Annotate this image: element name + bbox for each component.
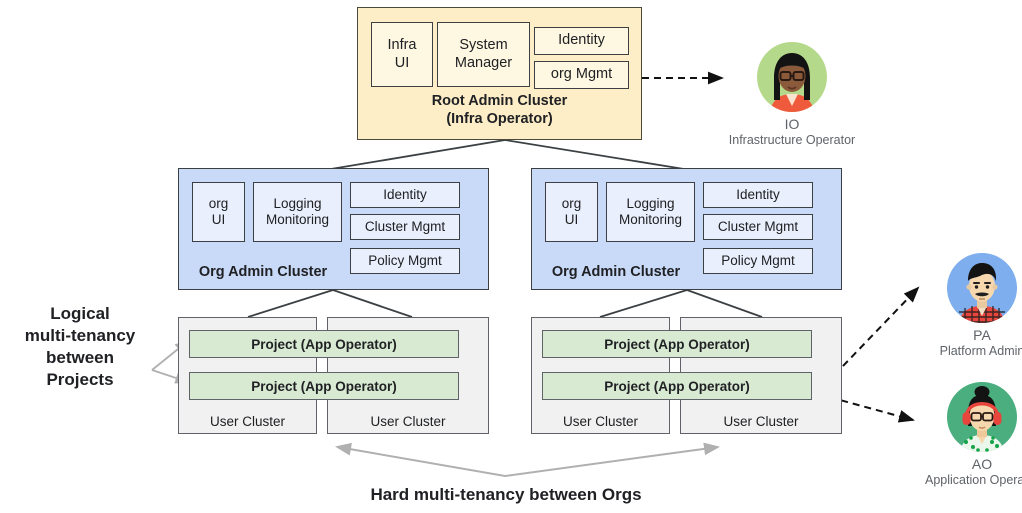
logical-note-line4: Projects [46, 370, 114, 390]
logical-note-line1: Logical [50, 304, 110, 323]
component-label: Cluster Mgmt [717, 219, 799, 235]
logical-note-line3: between [45, 348, 115, 368]
org2-component-logging-monitoring[interactable]: Logging Monitoring [606, 182, 695, 242]
component-label-2: Monitoring [618, 212, 683, 227]
root-component-system-manager[interactable]: System Manager [437, 22, 530, 87]
ao-abbr: AO [971, 456, 993, 472]
io-role: Infrastructure Operator [728, 133, 856, 147]
persona-ao[interactable]: AO Application Operator [917, 382, 1022, 487]
root-to-org-links [324, 139, 691, 171]
org1-component-logging-monitoring[interactable]: Logging Monitoring [253, 182, 342, 242]
uc-label-text: User Cluster [209, 414, 285, 429]
component-label-2: Manager [454, 54, 513, 71]
persona-pa[interactable]: PA Platform Admin [917, 253, 1022, 358]
ao-avatar [947, 382, 1017, 452]
uc-label-text: User Cluster [562, 414, 638, 429]
org1-component-identity[interactable]: Identity [350, 182, 460, 208]
org1-project-2[interactable]: Project (App Operator) [189, 372, 459, 400]
org2-project-1[interactable]: Project (App Operator) [542, 330, 812, 358]
component-label: Logging [626, 196, 675, 212]
uc-label-text: User Cluster [723, 414, 799, 429]
root-admin-cluster-caption: Root Admin Cluster (Infra Operator) [357, 92, 642, 128]
hard-multitenancy-arrow [335, 442, 720, 478]
component-label-2: Monitoring [265, 212, 330, 227]
pa-avatar [947, 253, 1017, 323]
org2-project-2[interactable]: Project (App Operator) [542, 372, 812, 400]
pa-role: Platform Admin [939, 344, 1022, 358]
component-label: Identity [736, 187, 780, 203]
project-label: Project (App Operator) [251, 378, 397, 394]
org2-caption-text: Org Admin Cluster [551, 264, 681, 280]
org-right-to-usercluster-links [599, 289, 763, 318]
root-caption-line2: (Infra Operator) [446, 111, 553, 128]
component-label: org Mgmt [550, 66, 613, 83]
org-left-to-usercluster-links [247, 289, 413, 318]
org-admin-cluster-1-caption: Org Admin Cluster [178, 263, 348, 281]
root-component-infra-ui[interactable]: Infra UI [371, 22, 433, 87]
root-caption-line1: Root Admin Cluster [431, 93, 568, 109]
component-label: Cluster Mgmt [364, 219, 446, 235]
org1-component-policy-mgmt[interactable]: Policy Mgmt [350, 248, 460, 274]
org1-user-cluster-2-label: User Cluster [327, 414, 489, 429]
org2-user-cluster-2-label: User Cluster [680, 414, 842, 429]
uc-label-text: User Cluster [370, 414, 446, 429]
component-label-2: UI [394, 54, 410, 71]
ao-role: Application Operator [925, 473, 1022, 487]
component-label: Identity [558, 32, 605, 49]
component-label: org [208, 196, 229, 212]
org1-user-cluster-1-label: User Cluster [178, 414, 317, 429]
org1-component-org-ui[interactable]: org UI [192, 182, 245, 242]
component-label: Infra [387, 37, 417, 54]
org2-component-cluster-mgmt[interactable]: Cluster Mgmt [703, 214, 813, 240]
org2-component-org-ui[interactable]: org UI [545, 182, 598, 242]
project-label: Project (App Operator) [251, 336, 397, 352]
component-label: Logging [273, 196, 322, 212]
hard-multitenancy-note: Hard multi-tenancy between Orgs [251, 485, 761, 505]
hard-multitenancy-text: Hard multi-tenancy between Orgs [370, 485, 642, 504]
logical-note-line2: multi-tenancy [24, 326, 136, 346]
org1-component-cluster-mgmt[interactable]: Cluster Mgmt [350, 214, 460, 240]
org2-component-policy-mgmt[interactable]: Policy Mgmt [703, 248, 813, 274]
io-avatar [757, 42, 827, 112]
persona-io[interactable]: IO Infrastructure Operator [727, 42, 857, 147]
component-label-2: UI [564, 212, 579, 227]
project-label: Project (App Operator) [604, 378, 750, 394]
component-label: Policy Mgmt [368, 253, 442, 269]
root-component-identity[interactable]: Identity [534, 27, 629, 55]
component-label-2: UI [211, 212, 226, 227]
org1-project-1[interactable]: Project (App Operator) [189, 330, 459, 358]
component-label: Policy Mgmt [721, 253, 795, 269]
org1-caption-text: Org Admin Cluster [198, 264, 328, 280]
org2-user-cluster-1-label: User Cluster [531, 414, 670, 429]
component-label: Identity [383, 187, 427, 203]
org2-component-identity[interactable]: Identity [703, 182, 813, 208]
root-component-org-mgmt[interactable]: org Mgmt [534, 61, 629, 89]
io-abbr: IO [784, 116, 800, 132]
component-label: System [459, 37, 508, 54]
project-label: Project (App Operator) [604, 336, 750, 352]
pa-abbr: PA [973, 327, 991, 343]
component-label: org [561, 196, 582, 212]
org-admin-cluster-2-caption: Org Admin Cluster [531, 263, 701, 281]
logical-multitenancy-note: Logical multi-tenancy between Projects [10, 303, 150, 391]
